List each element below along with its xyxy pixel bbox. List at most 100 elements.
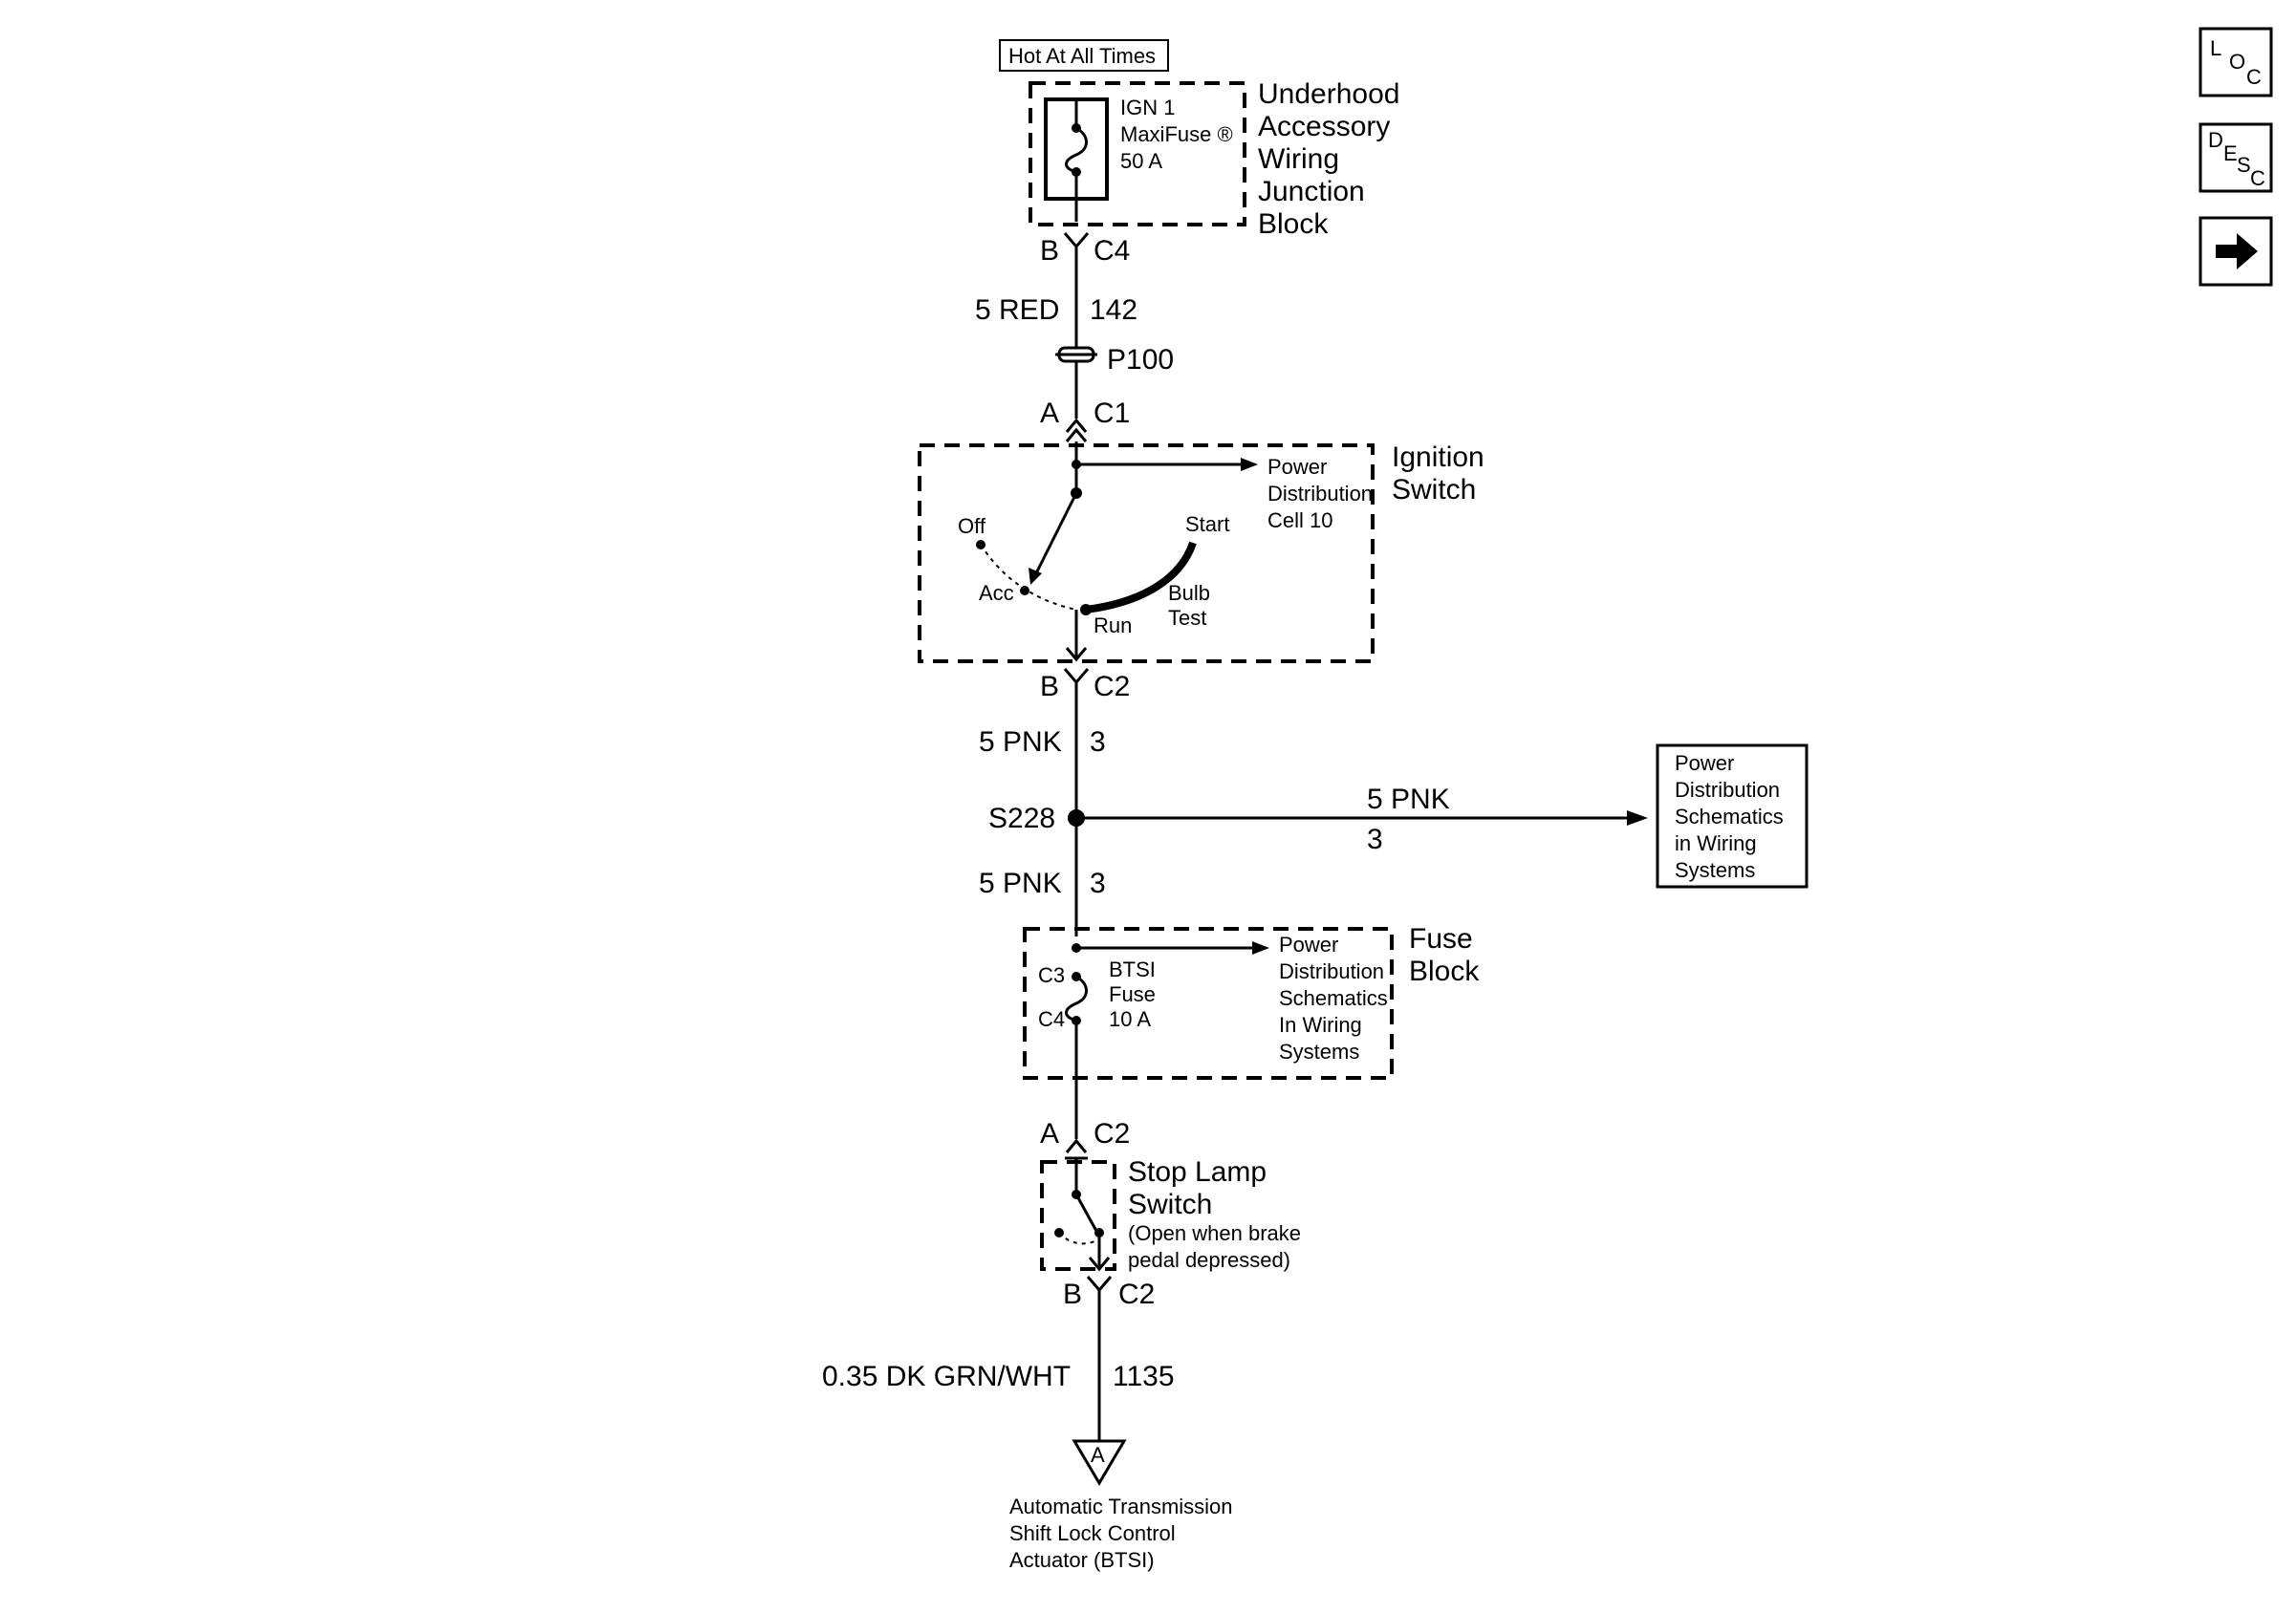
connector-stop-out-icon: [1086, 1276, 1113, 1293]
switch-travel-arc: [980, 544, 1077, 611]
desc-letter-e: E: [2223, 141, 2238, 165]
conn-top-pin: B: [1040, 235, 1059, 267]
stop-out-arrow-icon: [1088, 1257, 1111, 1272]
maxifuse-line-1: IGN 1: [1120, 96, 1175, 119]
pos-run-dot: [1080, 604, 1092, 615]
ign-feed-line-2: Distribution: [1267, 482, 1373, 506]
ignition-title-1: Ignition: [1392, 441, 1484, 473]
actuator-line-1: Automatic Transmission: [1009, 1495, 1233, 1518]
wire-3-upper-circuit: 3: [1090, 726, 1106, 758]
pos-acc-dot: [1020, 586, 1029, 595]
ign-feed-line-3: Cell 10: [1267, 508, 1332, 532]
actuator-line-3: Actuator (BTSI): [1009, 1548, 1155, 1572]
next-button[interactable]: [2199, 216, 2273, 287]
fuse-block-arrow-icon: [1252, 941, 1269, 955]
stop-switch-blade: [1074, 1194, 1099, 1234]
fb-feed-line-5: Systems: [1279, 1040, 1359, 1064]
underhood-title-1: Underhood: [1258, 78, 1399, 110]
splice-p100: P100: [1107, 344, 1174, 376]
pos-off-dot: [976, 540, 986, 549]
fuse-block-title-1: Fuse: [1409, 923, 1473, 955]
connector-c1-icon-2: [1065, 427, 1088, 442]
loc-button-frame[interactable]: [2199, 27, 2273, 97]
desc-button[interactable]: D E S C: [2199, 122, 2273, 193]
stop-lamp-title-2: Switch: [1128, 1189, 1212, 1220]
branch-gauge: 5 PNK: [1367, 784, 1450, 815]
stop-lamp-switch-outline: [1040, 1160, 1116, 1271]
off-page-reference-icon: [1072, 1439, 1127, 1486]
pos-acc-label: Acc: [979, 581, 1014, 605]
conn-stop-out-id: C2: [1118, 1279, 1155, 1310]
wire-3-upper-gauge: 5 PNK: [979, 726, 1062, 758]
stop-lamp-note-2: pedal depressed): [1128, 1248, 1290, 1272]
wire-142-gauge: 5 RED: [975, 294, 1059, 326]
pos-bulb-label-1: Bulb: [1168, 581, 1210, 605]
btsi-line-2: Fuse: [1109, 982, 1156, 1006]
underhood-title-5: Block: [1258, 208, 1329, 240]
ign-feed-line-1: Power: [1267, 455, 1327, 479]
maxifuse-line-3: 50 A: [1120, 149, 1162, 173]
underhood-title-3: Wiring: [1258, 143, 1339, 175]
pd-box-line-4: in Wiring: [1675, 831, 1757, 855]
maxifuse-line-2: MaxiFuse ®: [1120, 122, 1233, 146]
right-arrow-icon[interactable]: [2216, 233, 2258, 269]
ignition-blade: [1032, 492, 1078, 578]
desc-letter-d: D: [2208, 128, 2223, 152]
connector-stop-in-icon: [1065, 1138, 1088, 1153]
btsi-line-1: BTSI: [1109, 958, 1156, 981]
pd-box-line-5: Systems: [1675, 858, 1755, 882]
ignition-title-2: Switch: [1392, 474, 1476, 506]
btsi-line-3: 10 A: [1109, 1007, 1151, 1031]
stop-lamp-title-1: Stop Lamp: [1128, 1156, 1267, 1188]
wire-142-circuit: 142: [1090, 294, 1137, 326]
fb-feed-line-4: In Wiring: [1279, 1013, 1362, 1037]
conn-stop-in-pin: A: [1040, 1118, 1059, 1150]
conn-stop-in-id: C2: [1094, 1118, 1130, 1150]
fb-feed-line-3: Schematics: [1279, 986, 1388, 1010]
stop-switch-arc: [1058, 1232, 1100, 1245]
hot-label: Hot At All Times: [1008, 44, 1156, 68]
btsi-fuse-icon: [1065, 975, 1088, 1022]
branch-arrow-icon: [1627, 810, 1648, 826]
underhood-title-2: Accessory: [1258, 111, 1390, 142]
conn-top-id: C4: [1094, 235, 1130, 267]
underhood-title-4: Junction: [1258, 176, 1365, 207]
stop-lamp-note-1: (Open when brake: [1128, 1221, 1301, 1245]
fuse-terminal-top: [1072, 123, 1081, 133]
fuse-block-title-2: Block: [1409, 956, 1480, 987]
underhood-block-outline: [1029, 81, 1246, 226]
connector-c1-icon: [1065, 418, 1088, 433]
pd-box-line-3: Schematics: [1675, 805, 1784, 829]
splice-s228: S228: [988, 803, 1055, 834]
desc-button-frame[interactable]: [2199, 122, 2273, 193]
loc-button[interactable]: L O C: [2199, 27, 2273, 97]
branch-circuit: 3: [1367, 824, 1383, 855]
connector-c2-icon: [1063, 668, 1090, 685]
desc-letter-s: S: [2237, 153, 2251, 177]
pos-start-label: Start: [1185, 512, 1229, 536]
fuse-icon: [1065, 126, 1088, 174]
actuator-line-2: Shift Lock Control: [1009, 1521, 1176, 1545]
loc-letter-c: C: [2246, 65, 2262, 89]
wire-1135-circuit: 1135: [1113, 1361, 1175, 1392]
loc-letter-l: L: [2210, 36, 2221, 60]
conn-stop-out-pin: B: [1063, 1279, 1082, 1310]
connector-icon: [1063, 232, 1090, 249]
wire-3-lower-gauge: 5 PNK: [979, 868, 1062, 899]
fb-c3: C3: [1038, 963, 1065, 987]
conn-ign-out-id: C2: [1094, 671, 1130, 702]
blade-arrow-icon: [1029, 568, 1042, 585]
wire-1135-gauge: 0.35 DK GRN/WHT: [822, 1361, 1071, 1392]
desc-letter-c: C: [2250, 166, 2265, 190]
conn-c1-id: C1: [1094, 398, 1130, 429]
power-distribution-box: [1656, 743, 1809, 889]
ignition-switch-outline: [918, 443, 1375, 663]
ignition-out-arrow-icon: [1065, 647, 1088, 662]
run-start-arc: [1085, 541, 1197, 613]
conn-ign-out-pin: B: [1040, 671, 1059, 702]
pd-box-line-1: Power: [1675, 751, 1734, 775]
fb-feed-line-1: Power: [1279, 933, 1338, 957]
fuse-block-outline: [1023, 927, 1394, 1080]
